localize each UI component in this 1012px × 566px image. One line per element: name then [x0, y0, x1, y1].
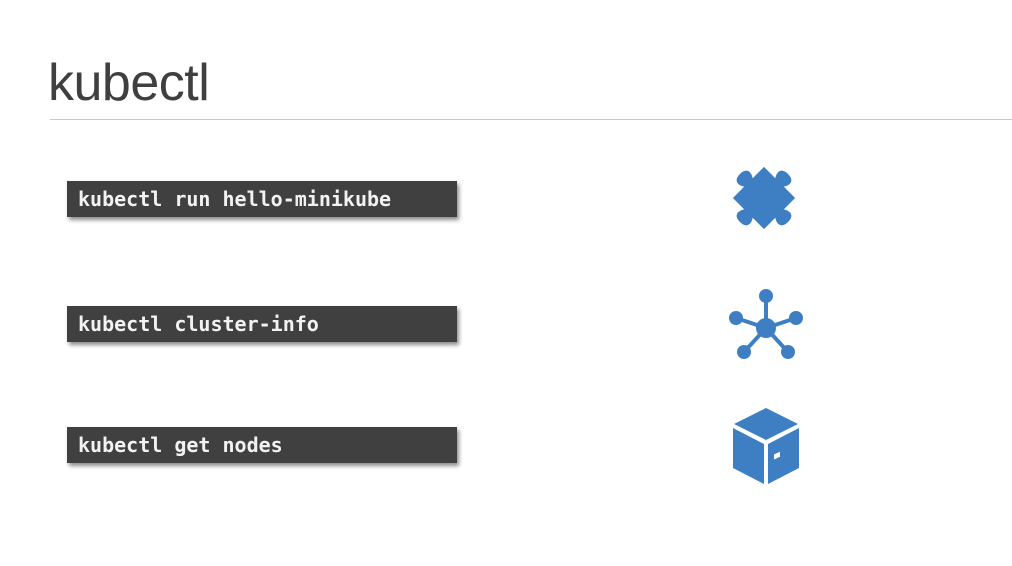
title-divider	[50, 119, 1012, 120]
command-box-cluster-info: kubectl cluster-info	[67, 306, 457, 342]
puzzle-piece-icon	[732, 166, 796, 230]
cluster-network-icon	[729, 289, 803, 359]
command-box-run: kubectl run hello-minikube	[67, 181, 457, 217]
slide-title: kubectl	[48, 54, 210, 112]
command-text-cluster-info: kubectl cluster-info	[78, 312, 319, 336]
package-box-icon	[733, 408, 799, 484]
command-box-get-nodes: kubectl get nodes	[67, 427, 457, 463]
command-text-run: kubectl run hello-minikube	[78, 187, 392, 211]
command-text-get-nodes: kubectl get nodes	[78, 433, 283, 457]
